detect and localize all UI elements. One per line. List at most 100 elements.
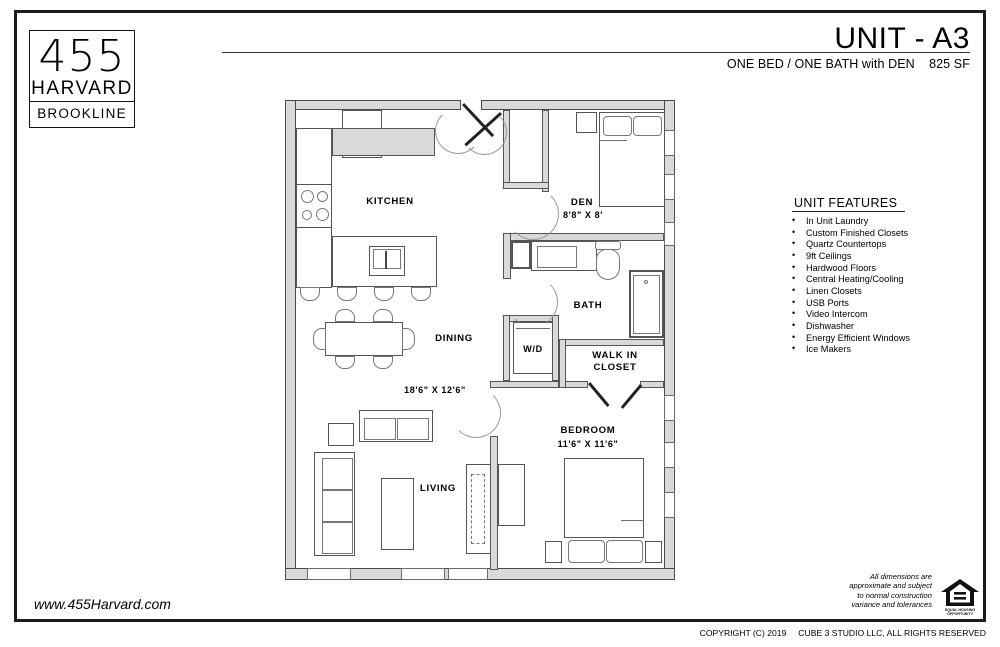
interior-wall-bedroom-left [490, 436, 498, 570]
feature-item: Hardwood Floors [788, 262, 973, 275]
den-pillow-2 [633, 116, 662, 136]
dining-chair-top-1 [335, 309, 355, 322]
den-dimension: 8'8" X 8' [563, 210, 603, 220]
feature-item: Video Intercom [788, 308, 973, 321]
room-label-dining: DINING [435, 333, 473, 344]
unit-features-panel: UNIT FEATURES In Unit Laundry Custom Fin… [788, 194, 973, 356]
bath-door-swing [508, 277, 558, 327]
dining-chair-top-2 [373, 309, 393, 322]
bedroom-nightstand-left [545, 541, 562, 563]
feature-item: Linen Closets [788, 285, 973, 298]
window-right-2 [664, 174, 675, 200]
entry-door-right-swing [462, 110, 507, 155]
window-bottom-2 [401, 568, 445, 580]
washer-dryer-front [516, 328, 550, 329]
bath-tub-drain [644, 280, 648, 284]
range-burner-3 [302, 210, 312, 220]
svg-text:OPPORTUNITY: OPPORTUNITY [947, 612, 974, 616]
room-label-bedroom: BEDROOM [560, 425, 616, 436]
feature-item: Central Heating/Cooling [788, 273, 973, 286]
website-url[interactable]: www.455Harvard.com [34, 596, 171, 612]
window-bottom-3 [448, 568, 488, 580]
range-burner-1 [301, 190, 314, 203]
interior-wall-bedroom-top [490, 381, 559, 388]
living-sofa-top-cushion-1 [364, 418, 396, 440]
window-right-6 [664, 492, 675, 518]
room-label-den: DEN [570, 197, 594, 208]
copyright-notice: COPYRIGHT (C) 2019 CUBE 3 STUDIO LLC, AL… [699, 628, 986, 638]
barstool-2 [337, 287, 357, 301]
kitchen-faucet [385, 251, 387, 269]
bedroom-door-swing [451, 388, 501, 438]
window-right-4 [664, 395, 675, 421]
disclaimer-line: to normal construction [857, 590, 932, 600]
bedroom-pillow-2 [606, 540, 643, 563]
room-label-walkin-closet-line2: CLOSET [593, 362, 637, 373]
bath-toilet-bowl [596, 249, 620, 280]
room-label-bath: BATH [573, 300, 603, 311]
svg-text:EQUAL HOUSING: EQUAL HOUSING [945, 608, 975, 612]
disclaimer-line: variance and tolerances [851, 599, 932, 609]
bath-linen-cabinet [511, 241, 531, 269]
feature-item: In Unit Laundry [788, 215, 973, 228]
bedroom-bed [564, 458, 644, 538]
bath-tub-basin [633, 275, 660, 334]
unit-features-list: In Unit Laundry Custom Finished Closets … [788, 215, 973, 356]
unit-features-title: UNIT FEATURES [792, 196, 906, 212]
disclaimer-line: All dimensions are [869, 572, 932, 581]
exterior-wall-top-right [481, 100, 675, 110]
exterior-wall-top-left [285, 100, 461, 110]
room-label-wd: W/D [523, 344, 543, 354]
living-media-screen [471, 474, 485, 544]
dimensions-disclaimer: All dimensions are approximate and subje… [840, 572, 932, 609]
living-sofa-top-cushion-2 [397, 418, 429, 440]
bedroom-nightstand-right [645, 541, 662, 563]
closet-door-left-panel[interactable] [588, 382, 610, 407]
feature-item: USB Ports [788, 297, 973, 310]
dining-chair-right [402, 328, 415, 350]
page-title: UNIT - A3 [834, 22, 970, 55]
feature-item: Custom Finished Closets [788, 227, 973, 240]
interior-wall-wd-left [503, 315, 510, 381]
logo-town: BROOKLINE [37, 106, 127, 121]
interior-wall-hall-right [542, 110, 549, 192]
bath-sink [537, 246, 577, 268]
range-burner-4 [316, 208, 329, 221]
entry-door-left-swing [435, 108, 481, 154]
living-coffee-table [381, 478, 414, 550]
floor-plan: KITCHEN DINING 18'6" X 12'6" LIVING DEN … [285, 100, 675, 580]
kitchen-range [296, 184, 332, 228]
kitchen-counter-top [332, 128, 435, 156]
feature-item: 9ft Ceilings [788, 250, 973, 263]
interior-wall-closet-left [559, 339, 566, 388]
den-door-swing [507, 188, 559, 240]
closet-door-right-panel[interactable] [620, 384, 642, 409]
interior-wall-bath-left [503, 233, 511, 279]
logo-number: 455 [38, 31, 126, 82]
dining-chair-bottom-2 [373, 356, 393, 369]
feature-item: Energy Efficient Windows [788, 332, 973, 345]
room-label-kitchen: KITCHEN [366, 196, 414, 207]
barstool-1 [300, 287, 320, 301]
bedroom-bed-fold [621, 520, 644, 521]
bedroom-dresser [498, 464, 525, 526]
exterior-wall-left [285, 100, 296, 570]
bedroom-dimension: 11'6" X 11'6" [557, 439, 619, 449]
window-right-5 [664, 442, 675, 468]
room-label-living: LIVING [419, 483, 457, 494]
disclaimer-line: approximate and subject [849, 581, 932, 591]
feature-item: Dishwasher [788, 320, 973, 333]
room-label-walkin-closet-line1: WALK IN [592, 350, 638, 361]
window-right-1 [664, 130, 675, 156]
barstool-4 [411, 287, 431, 301]
den-nightstand [576, 112, 597, 133]
washer-dryer-unit [513, 322, 553, 374]
den-pillow-1 [603, 116, 632, 136]
living-side-table [328, 423, 354, 446]
unit-subtitle: ONE BED / ONE BATH with DEN 825 SF [726, 57, 970, 71]
living-sofa-left-cushion-2 [322, 490, 353, 522]
window-bottom-1 [307, 568, 351, 580]
feature-item: Ice Makers [788, 343, 973, 356]
dining-chair-left [313, 328, 326, 350]
dining-chair-bottom-1 [335, 356, 355, 369]
